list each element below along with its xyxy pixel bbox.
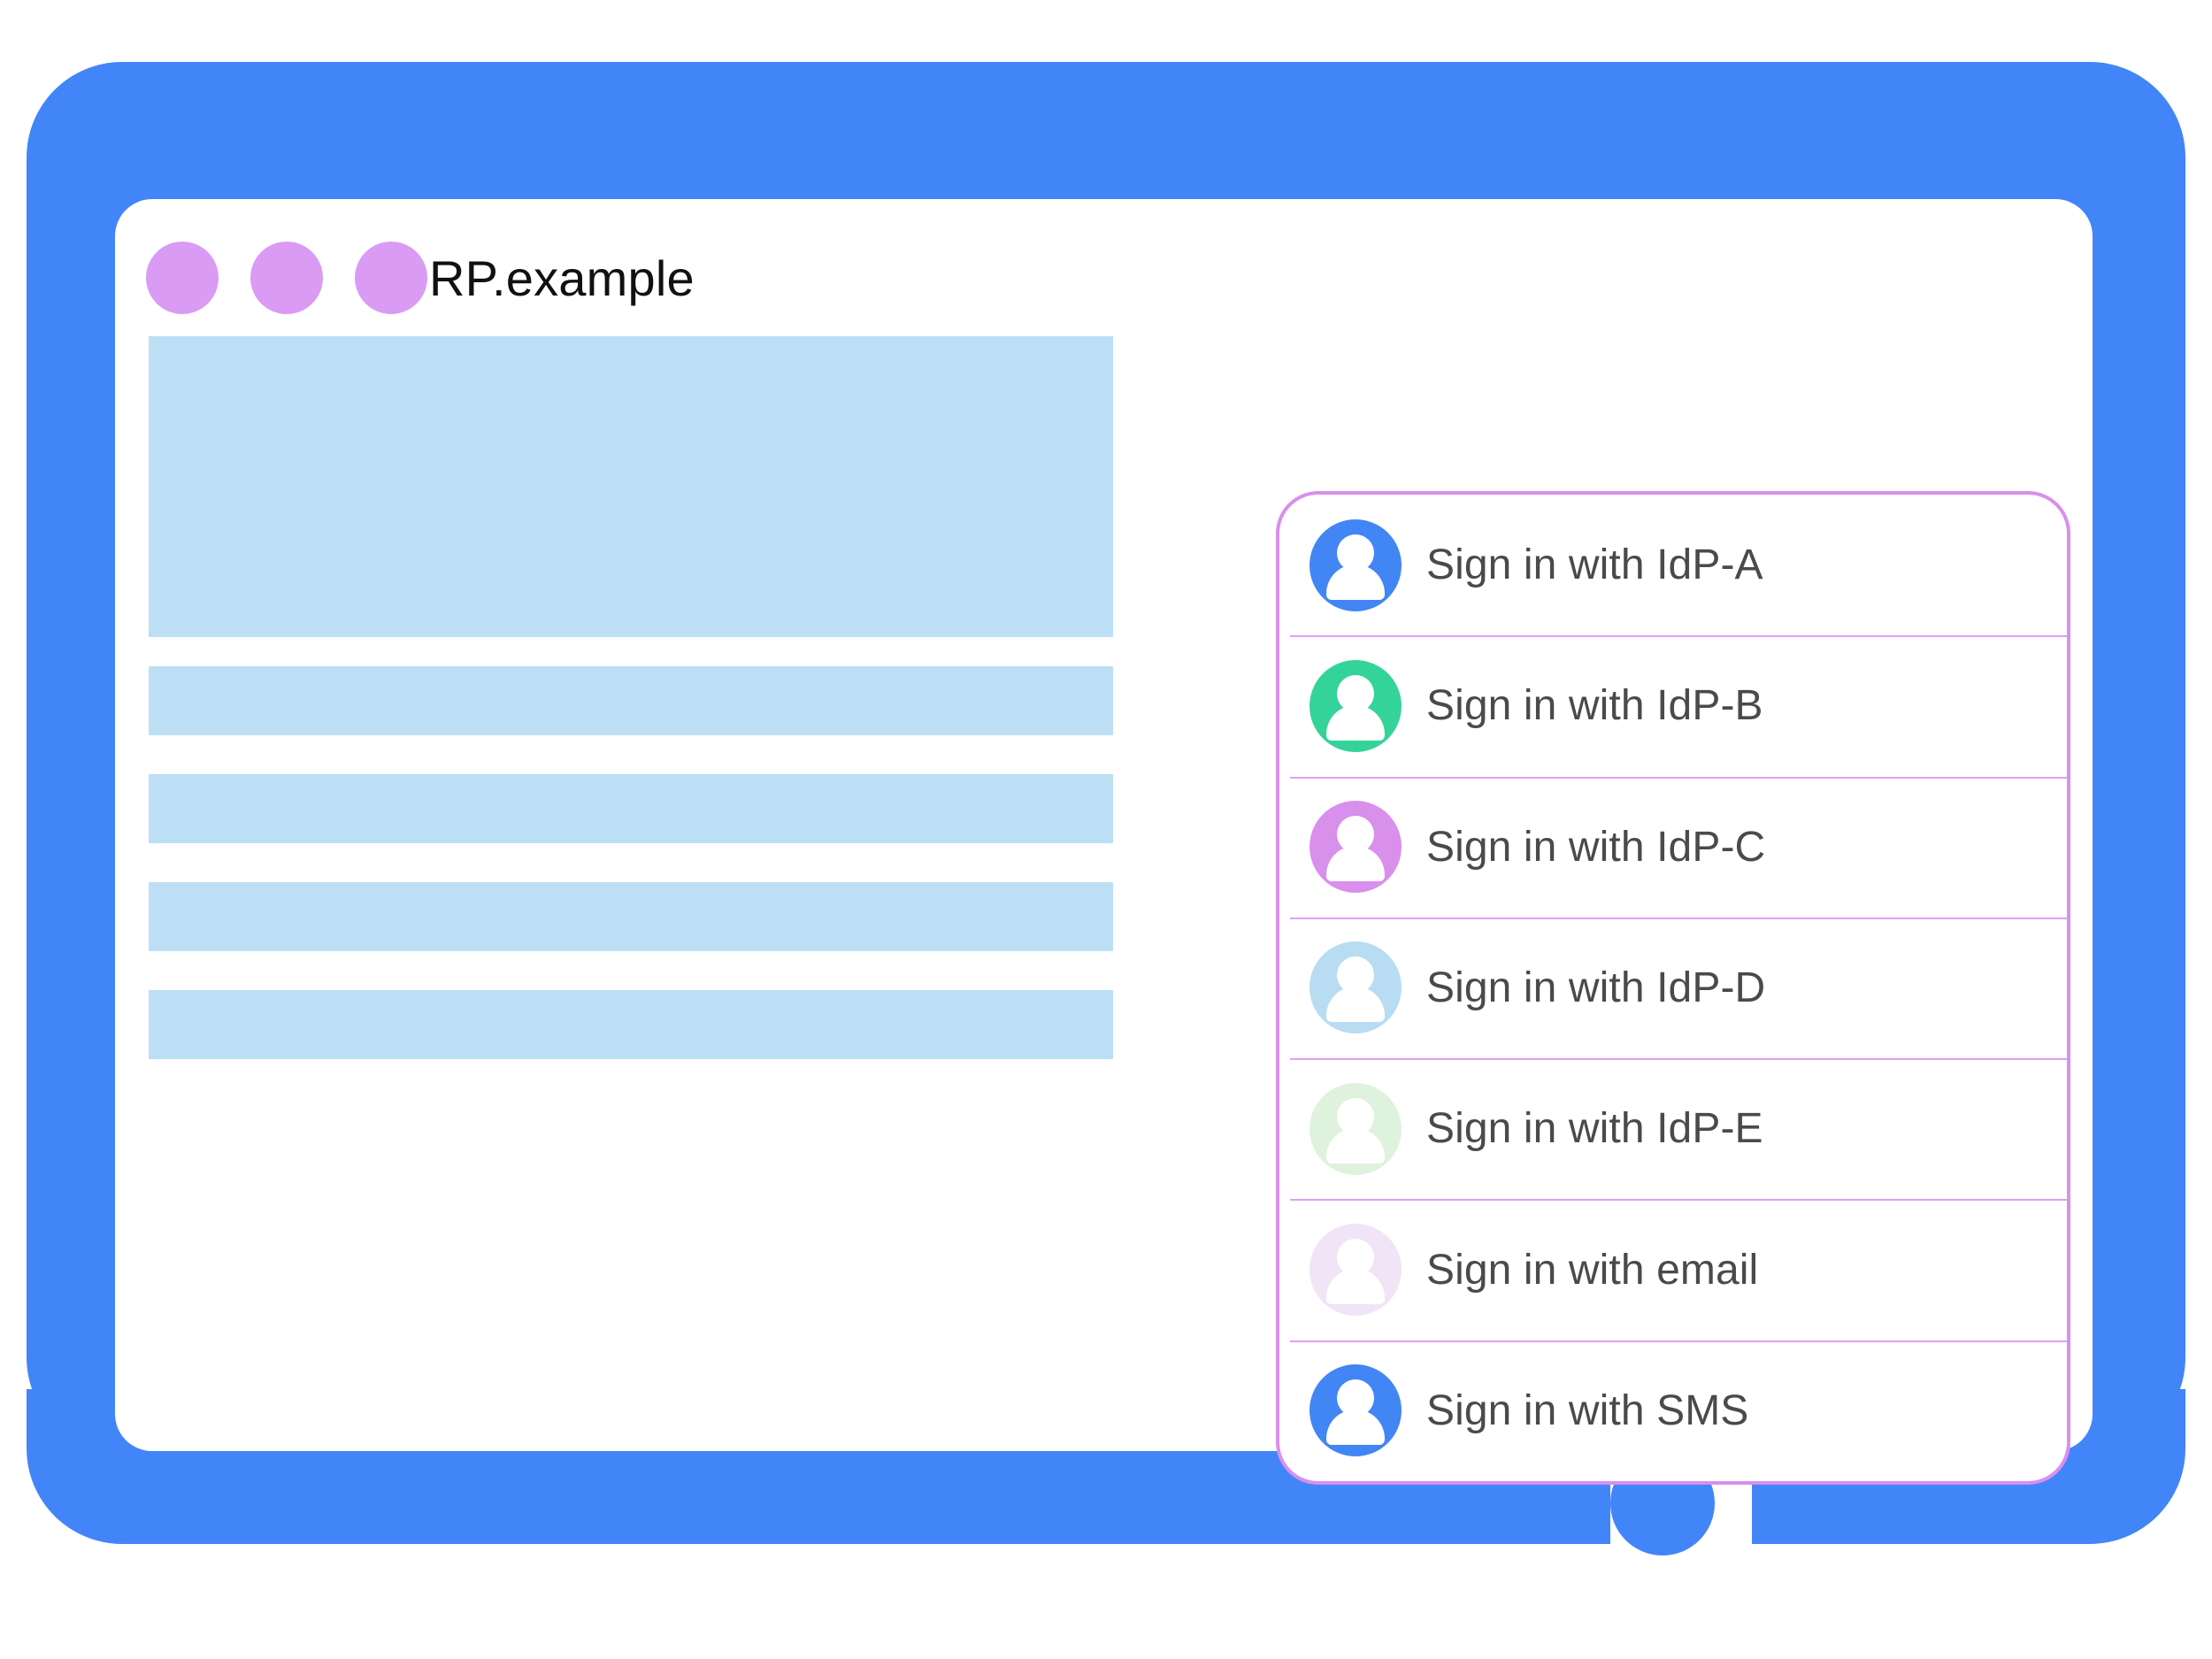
account-avatar-icon: [1310, 1364, 1402, 1457]
signin-option-row[interactable]: Sign in with IdP-D: [1279, 917, 2067, 1058]
signin-option-label: Sign in with IdP-B: [1426, 682, 1763, 730]
account-avatar-icon: [1310, 659, 1402, 752]
account-avatar-icon: [1310, 801, 1402, 894]
signin-option-row[interactable]: Sign in with email: [1279, 1199, 2067, 1340]
signin-option-label: Sign in with IdP-D: [1426, 964, 1766, 1011]
signin-option-row[interactable]: Sign in with IdP-B: [1279, 635, 2067, 776]
account-avatar-icon: [1310, 1082, 1402, 1175]
signin-option-list: Sign in with IdP-A Sign in with IdP-B Sign…: [1279, 495, 2067, 1481]
text-bar-placeholder-2: [149, 774, 1113, 843]
account-avatar-icon: [1310, 941, 1402, 1034]
signin-option-label: Sign in with email: [1426, 1246, 1759, 1294]
window-control-dots: [146, 242, 427, 314]
window-dot-maximize-icon[interactable]: [355, 242, 427, 314]
text-bar-placeholder-1: [149, 666, 1113, 735]
signin-option-label: Sign in with IdP-A: [1426, 541, 1763, 589]
signin-option-row[interactable]: Sign in with IdP-C: [1279, 776, 2067, 918]
account-chooser-panel: Sign in with IdP-A Sign in with IdP-B Sign…: [1276, 491, 2070, 1485]
page-title: RP.example: [429, 250, 695, 306]
text-bar-placeholder-3: [149, 882, 1113, 951]
text-bar-placeholder-4: [149, 990, 1113, 1059]
signin-option-row[interactable]: Sign in with SMS: [1279, 1340, 2067, 1481]
browser-title-bar: RP.example: [115, 199, 2093, 354]
window-dot-close-icon[interactable]: [146, 242, 219, 314]
account-avatar-icon: [1310, 1224, 1402, 1317]
signin-option-label: Sign in with SMS: [1426, 1386, 1749, 1434]
page-content-placeholder: [149, 336, 1113, 1098]
account-avatar-icon: [1310, 518, 1402, 611]
hero-block-placeholder: [149, 336, 1113, 637]
signin-option-row[interactable]: Sign in with IdP-A: [1279, 495, 2067, 635]
signin-option-label: Sign in with IdP-C: [1426, 823, 1766, 871]
window-dot-minimize-icon[interactable]: [250, 242, 323, 314]
signin-option-row[interactable]: Sign in with IdP-E: [1279, 1058, 2067, 1199]
signin-option-label: Sign in with IdP-E: [1426, 1105, 1763, 1153]
